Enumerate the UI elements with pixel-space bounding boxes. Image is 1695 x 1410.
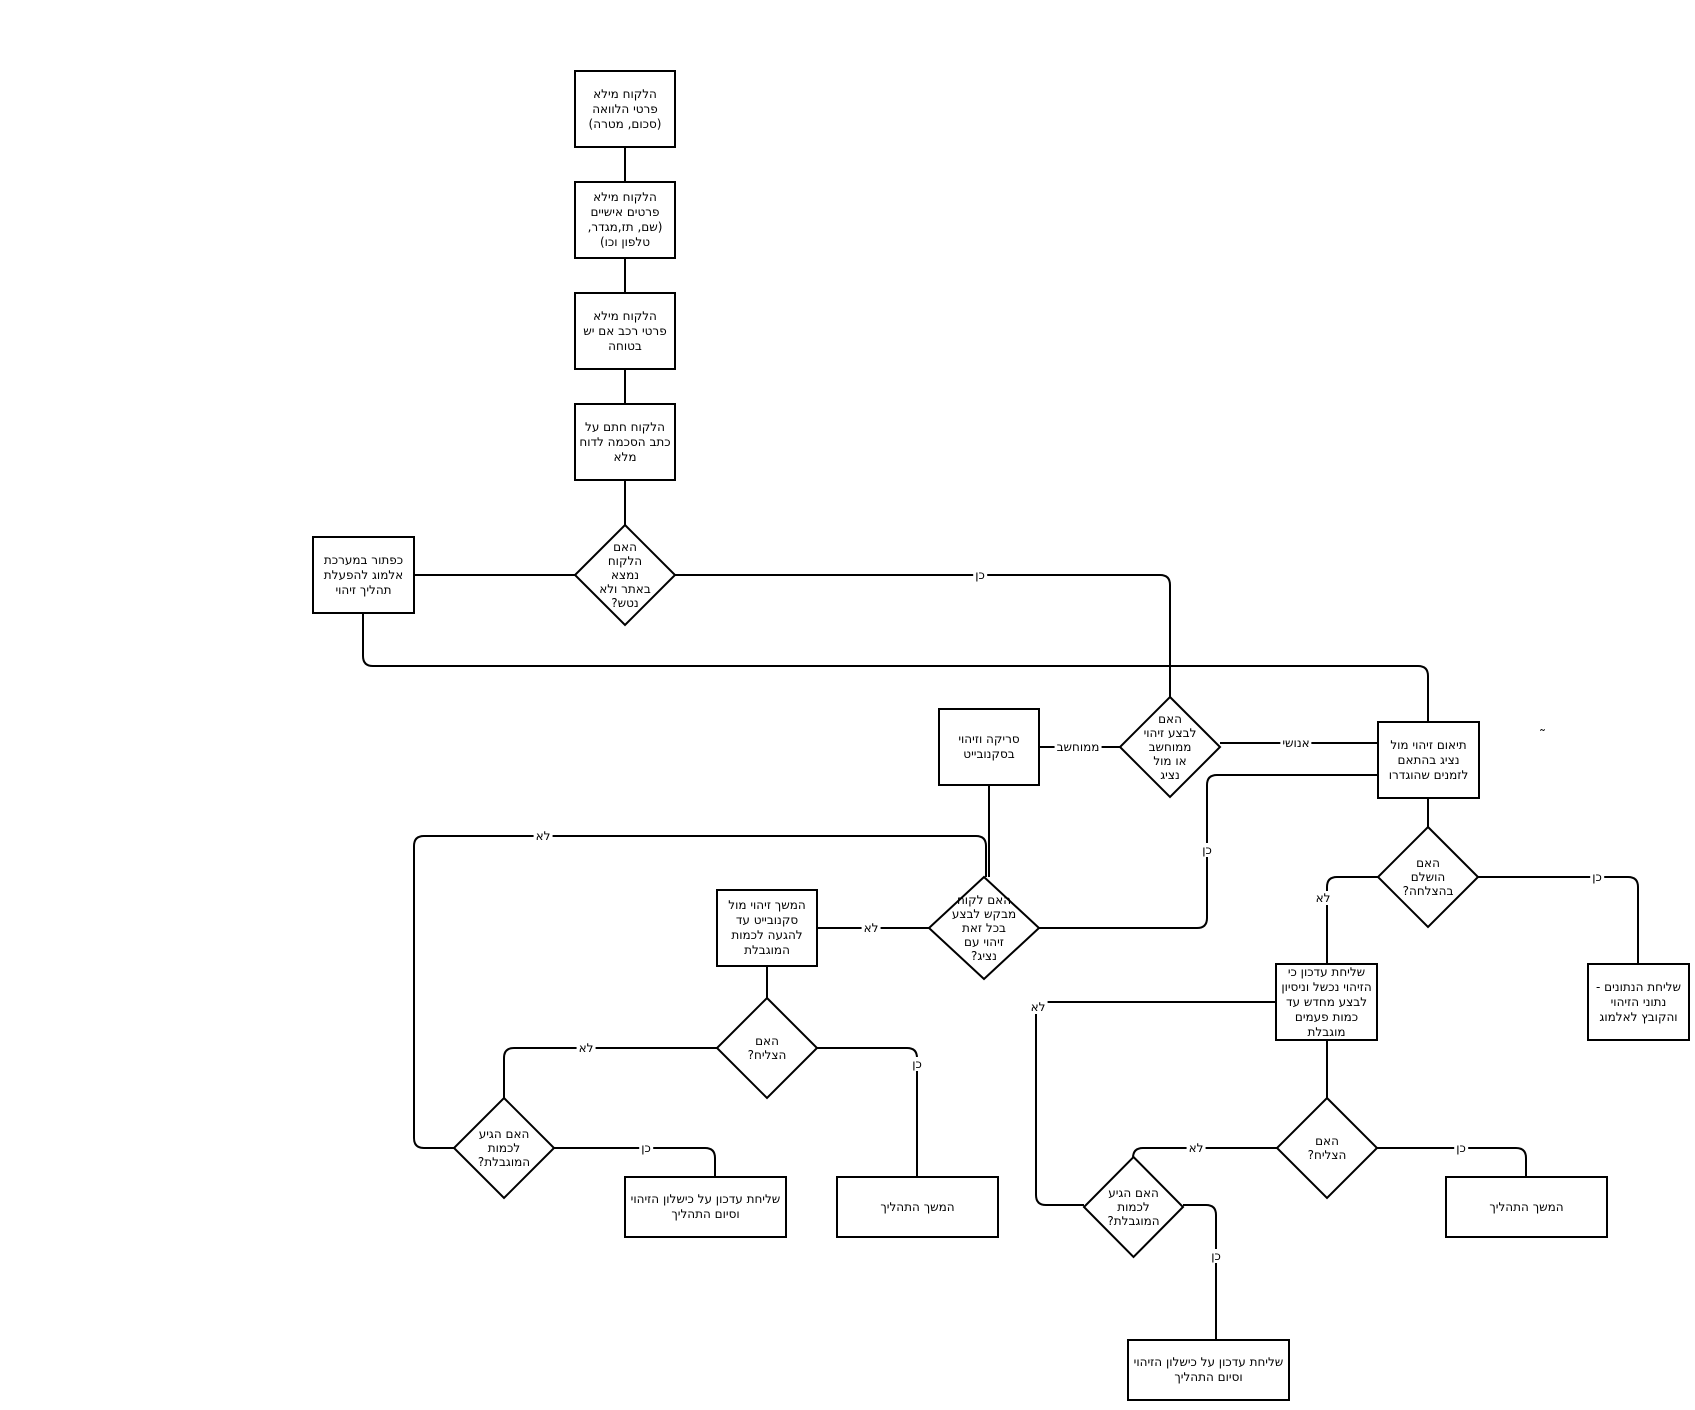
decision-limit-left-shape: [452, 1096, 556, 1200]
decision-limit-right-shape: [1082, 1155, 1185, 1259]
node-almog-button: כפתור במערכת אלמוג להפעלת תהליך זיהוי: [323, 552, 404, 597]
node-scanovate-scan-shape: [938, 708, 1040, 786]
node-failure-notice-left: שליחת עדכון על כישלון הזיהוי וסיום התהלי…: [630, 1192, 781, 1221]
edge-label-d2-human: אנושי: [1280, 736, 1312, 750]
edge-label-d1-yes: כן: [973, 568, 987, 582]
edge-n5-n7: [362, 613, 1429, 722]
decision-completed-shape: [1376, 825, 1480, 929]
edge-label-d5-yes: כן: [639, 1141, 653, 1155]
node-failure-notice-right: שליחת עדכון על כישלון הזיהוי וסיום התהלי…: [1133, 1355, 1284, 1384]
node-continue-process-right-shape: [1445, 1176, 1608, 1238]
node-loan-details-shape: [574, 70, 676, 148]
decision-completed: האם הושלם בהצלחה?: [1402, 856, 1454, 898]
edge-d1-d2-yes: [675, 574, 1171, 697]
decision-request-agent-shape: [927, 875, 1041, 981]
decision-customer-on-site: האם הלקוח נמצא באתר ולא נטש?: [599, 540, 651, 610]
decision-succeeded-left-shape: [715, 996, 819, 1100]
node-failure-notice-left-shape: [624, 1176, 787, 1238]
node-consent-signed-shape: [574, 403, 676, 481]
edge-label-d6-no: לא: [1313, 891, 1333, 905]
node-personal-details-shape: [574, 181, 676, 259]
edge-d6-n11-no: [1326, 876, 1378, 964]
decision-customer-on-site-shape: [573, 523, 677, 627]
node-continue-process-left: המשך התהליך: [880, 1199, 955, 1214]
decision-computer-or-agent-shape: [1118, 695, 1222, 799]
node-loan-details: הלקוח מילא פרטי הלוואה (סכום, מטרה): [588, 86, 662, 131]
node-almog-button-shape: [312, 536, 415, 614]
node-continue-scanovate-shape: [716, 889, 818, 967]
decision-succeeded-left: האם הצליח?: [747, 1034, 787, 1062]
node-failure-notice-right-shape: [1127, 1339, 1290, 1401]
edge-d7-n13-yes: [1377, 1147, 1527, 1177]
edge-label-d4-yes: כן: [910, 1057, 924, 1071]
stray-mark: ˜: [1539, 728, 1546, 744]
node-retry-notice: שליחת עדכון כי הזיהוי נכשל וניסיון לבצע …: [1281, 964, 1372, 1039]
edge-label-d3-loop-no: לא: [533, 829, 553, 843]
node-schedule-agent-shape: [1377, 721, 1480, 799]
edge-label-d8-yes: כן: [1209, 1249, 1223, 1263]
node-scanovate-scan: סריקה וזיהוי בסקנובייט: [958, 732, 1020, 761]
edge-label-d2-computer: ממוחשב: [1054, 740, 1102, 754]
node-consent-signed: הלקוח חתם על כתב הסכמה לדוח מלא: [579, 419, 671, 464]
node-vehicle-details-shape: [574, 292, 676, 370]
node-continue-process-left-shape: [836, 1176, 999, 1238]
node-personal-details: הלקוח מילא פרטים אישיים (שם, תז,מגדר, טל…: [587, 190, 663, 249]
edge-d8-n14-yes: [1183, 1204, 1217, 1340]
node-continue-process-right: המשך התהליך: [1489, 1199, 1564, 1214]
edge-label-d6-yes: כן: [1590, 870, 1604, 884]
node-continue-scanovate: המשך זיהוי מול סקנובייט עד להגעה לכמות ה…: [728, 898, 806, 957]
node-retry-notice-shape: [1275, 963, 1378, 1041]
edge-d5-n9-yes: [554, 1147, 716, 1177]
edge-d4-d5-no: [503, 1047, 717, 1098]
decision-succeeded-right-shape: [1275, 1096, 1379, 1200]
decision-request-agent: האם לקוח מבקש לבצע בכל זאת זיהוי עם נציג…: [951, 893, 1017, 963]
decision-computer-or-agent: האם לבצע זיהוי ממוחשב או מול נציג: [1143, 712, 1197, 782]
edge-d6-n12-yes: [1478, 876, 1639, 964]
decision-succeeded-right: האם הצליח?: [1307, 1134, 1347, 1162]
edge-label-d3-yes: כן: [1200, 843, 1214, 857]
edge-label-d7-no: לא: [1186, 1141, 1206, 1155]
node-schedule-agent: תיאום זיהוי מול נציג בהתאם לזמנים שהוגדר…: [1388, 737, 1469, 782]
decision-limit-left: האם הגיע לכמות המוגבלת?: [477, 1127, 531, 1169]
edge-label-d8-no: לא: [1028, 1000, 1048, 1014]
edge-label-d3-no: לא: [861, 921, 881, 935]
node-vehicle-details: הלקוח מילא פרטי רכב אם יש בטוחה: [583, 308, 667, 353]
edge-d4-n10-yes: [817, 1047, 918, 1177]
node-send-data-almog-shape: [1587, 963, 1690, 1041]
edge-label-d7-yes: כן: [1454, 1141, 1468, 1155]
decision-limit-right: האם הגיע לכמות המוגבלת?: [1107, 1186, 1160, 1228]
edge-d3-loop-no: [413, 835, 987, 1149]
node-send-data-almog: שליחת הנתונים - נתוני הזיהוי והקובץ לאלמ…: [1596, 979, 1681, 1024]
edge-label-d4-no: לא: [576, 1041, 596, 1055]
